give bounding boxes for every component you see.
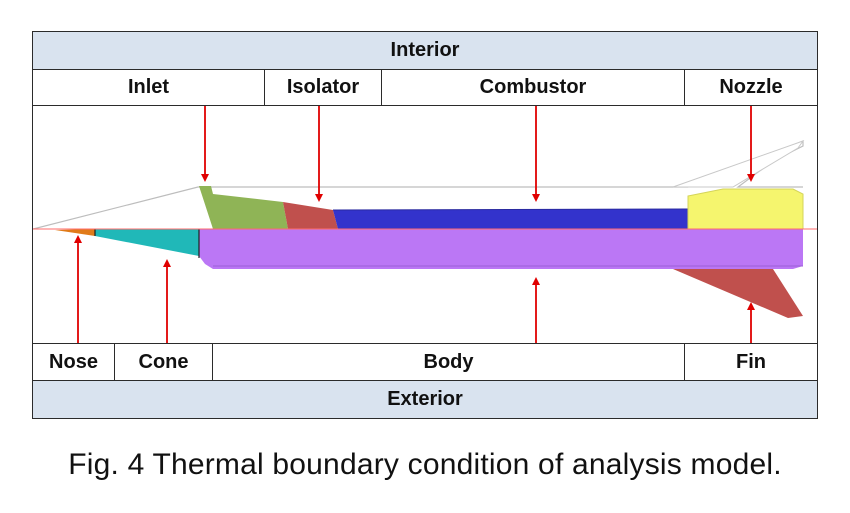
forebody-upper-outline <box>33 140 804 230</box>
inlet-label: Inlet <box>33 70 265 105</box>
interior-sections-row: Inlet Isolator Combustor Nozzle <box>33 70 817 106</box>
nose-label: Nose <box>33 344 115 380</box>
exterior-sections-row: Nose Cone Body Fin <box>33 343 817 380</box>
nozzle-region <box>687 188 804 230</box>
isolator-region <box>283 202 338 229</box>
upper-fin-outline <box>672 139 805 188</box>
vehicle-diagram <box>33 106 817 343</box>
body-label: Body <box>213 344 685 380</box>
exterior-band: Exterior <box>33 380 817 418</box>
nose-region <box>55 229 95 236</box>
interior-band: Interior <box>33 32 817 70</box>
isolator-label: Isolator <box>265 70 382 105</box>
cone-region <box>95 229 199 256</box>
nozzle-label: Nozzle <box>719 76 783 98</box>
fin-label: Fin <box>736 350 766 373</box>
fin-region <box>673 269 803 318</box>
combustor-label: Combustor <box>382 70 685 105</box>
inlet-region <box>199 186 288 229</box>
combustor-region <box>333 209 688 229</box>
figure-caption: Fig. 4 Thermal boundary condition of ana… <box>68 448 782 481</box>
body-region <box>199 229 803 269</box>
cone-label: Cone <box>115 344 213 380</box>
